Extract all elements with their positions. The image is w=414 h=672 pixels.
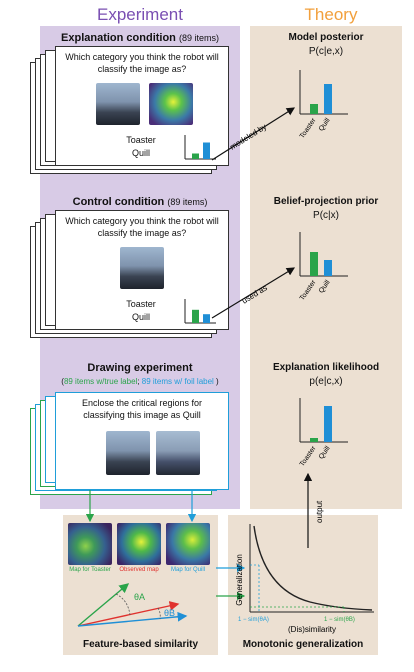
model-posterior-formula: P(c|e,x)	[308, 46, 344, 57]
prior-label-quill: Quill	[318, 279, 332, 295]
generalization-panel	[228, 515, 378, 655]
control-condition-count: (89 items)	[167, 197, 208, 207]
theta-a-label: θA	[134, 592, 145, 602]
theta-b-label: θB	[164, 608, 175, 618]
prior-label-toaster: Toaster	[299, 279, 318, 302]
tick-a-label: 1 − sim(θA)	[238, 617, 269, 623]
vector-quill	[77, 611, 188, 627]
observed-map-caption: Observed map	[119, 567, 159, 573]
explanation-likelihood-title: Explanation likelihood	[272, 362, 380, 373]
map-toaster-image	[68, 523, 112, 565]
explanation-condition-count: (89 items)	[178, 33, 219, 43]
tick-b-label: 1 − sim(θB)	[324, 617, 355, 623]
model-posterior-title: Model posterior	[288, 32, 364, 43]
map-toaster-caption: Map for Toaster	[69, 567, 111, 573]
control-option-toaster: Toaster	[126, 299, 156, 309]
generalization-y-label: Generalization	[235, 554, 244, 606]
drawing-instruction: Enclose the critical regions for classif…	[81, 398, 203, 420]
drawing-photo-left	[106, 431, 150, 475]
observed-map-image	[117, 523, 161, 565]
posterior-label-toaster: Toaster	[299, 117, 318, 140]
control-condition-heading: Control condition (89 items)	[40, 196, 240, 208]
generalization-x-label: (Dis)similarity	[288, 625, 336, 634]
prior-bar-quill	[324, 260, 332, 276]
explanation-condition-title: Explanation condition	[61, 32, 176, 44]
explanation-photo	[96, 83, 140, 125]
explanation-option-quill: Quill	[131, 148, 150, 158]
belief-prior-formula: P(c|x)	[313, 210, 339, 221]
posterior-label-quill: Quill	[318, 117, 332, 133]
likelihood-bar-quill	[324, 406, 332, 442]
control-question: Which category you think the robot will …	[65, 216, 219, 238]
explanation-likelihood-formula: p(e|c,x)	[309, 376, 343, 387]
likelihood-bar-toaster	[310, 438, 318, 442]
explanation-bar-quill	[203, 142, 210, 159]
theory-header: Theory	[304, 5, 358, 24]
explanation-bar-toaster	[192, 153, 199, 159]
drawing-open-paren: (	[61, 377, 64, 386]
posterior-bar-chart: Toaster Quill	[299, 70, 348, 140]
control-photo	[120, 247, 164, 289]
explanation-card: Which category you think the robot will …	[55, 46, 229, 166]
explanation-option-toaster: Toaster	[126, 135, 156, 145]
control-bar-chart	[184, 299, 216, 324]
monotonic-generalization-title: Monotonic generalization	[242, 639, 364, 650]
map-quill-caption: Map for Quill	[170, 567, 205, 573]
angle-a-arc	[115, 593, 131, 616]
likelihood-bar-chart: Toaster Quill	[299, 398, 348, 468]
likelihood-label-quill: Quill	[318, 445, 332, 461]
vector-observed	[77, 601, 180, 627]
explanation-question: Which category you think the robot will …	[65, 52, 219, 74]
prior-bar-chart: Toaster Quill	[299, 232, 348, 302]
angle-b-arc	[157, 607, 161, 620]
explanation-condition-heading: Explanation condition (89 items)	[40, 32, 240, 44]
posterior-bar-toaster	[310, 104, 318, 114]
control-card: Which category you think the robot will …	[55, 210, 229, 330]
experiment-header: Experiment	[97, 5, 183, 24]
feature-similarity-title: Feature-based similarity	[82, 639, 199, 650]
likelihood-label-toaster: Toaster	[299, 445, 318, 468]
drawing-experiment-subtitle: (89 items w/true label; 89 items w/ foil…	[40, 377, 240, 386]
drawing-separator: ;	[137, 377, 140, 386]
similarity-vector-diagram: θA θB	[77, 583, 188, 627]
generalization-curve-chart: Generalization 1 − sim(θA) 1 − sim(θB) (…	[235, 524, 374, 634]
drawing-card: Enclose the critical regions for classif…	[55, 392, 229, 490]
control-bar-quill	[203, 314, 210, 323]
posterior-bar-quill	[324, 84, 332, 114]
control-option-quill: Quill	[131, 312, 150, 322]
generalization-curve	[253, 525, 373, 611]
control-condition-title: Control condition	[72, 196, 165, 208]
drawing-true-label: 89 items w/true label	[63, 377, 138, 386]
control-bar-toaster	[192, 309, 199, 323]
drawing-foil-label: 89 items w/ foil label	[141, 377, 214, 386]
belief-prior-title: Belief-projection prior	[273, 196, 379, 207]
drawing-close-paren: )	[216, 377, 219, 386]
drawing-photo-right	[156, 431, 200, 475]
drawing-experiment-title: Drawing experiment	[87, 362, 193, 374]
vector-toaster	[77, 583, 130, 627]
explanation-bar-chart	[184, 135, 216, 160]
prior-bar-toaster	[310, 252, 318, 276]
explanation-saliency-map	[149, 83, 193, 125]
map-quill-image	[166, 523, 210, 565]
